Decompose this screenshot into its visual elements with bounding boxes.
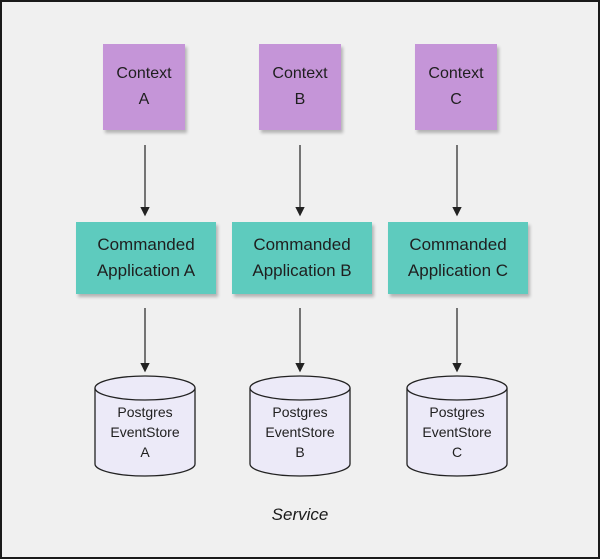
application-b-line2: Application B bbox=[252, 261, 352, 280]
eventstore-b-line3: B bbox=[295, 444, 305, 460]
eventstore-b-line1: Postgres bbox=[272, 404, 328, 420]
eventstore-a-database: Postgres EventStore A bbox=[93, 372, 197, 478]
eventstore-c-database: Postgres EventStore C bbox=[405, 372, 509, 478]
service-label: Service bbox=[271, 505, 329, 524]
application-a-line2: Application A bbox=[96, 261, 196, 280]
context-b-title: Context bbox=[272, 65, 328, 82]
eventstore-c-line2: EventStore bbox=[422, 424, 492, 440]
application-c-line2: Application C bbox=[407, 261, 509, 280]
eventstore-a-line1: Postgres bbox=[117, 404, 173, 420]
database-icon bbox=[94, 375, 196, 477]
context-c-title: Context bbox=[428, 65, 484, 82]
eventstore-c-line1: Postgres bbox=[429, 404, 485, 420]
context-a-letter: A bbox=[138, 91, 150, 108]
eventstore-c-line3: C bbox=[451, 444, 463, 460]
context-b-letter: B bbox=[294, 91, 306, 108]
eventstore-a-line3: A bbox=[140, 444, 150, 460]
eventstore-b-line2: EventStore bbox=[265, 424, 335, 440]
context-a-title: Context bbox=[116, 65, 172, 82]
application-a-line1: Commanded bbox=[97, 235, 195, 254]
application-c-line1: Commanded bbox=[409, 235, 507, 254]
context-c-letter: C bbox=[450, 91, 462, 108]
eventstore-b-database: Postgres EventStore B bbox=[248, 372, 352, 478]
database-icon bbox=[249, 375, 351, 477]
database-icon bbox=[406, 375, 508, 477]
eventstore-a-line2: EventStore bbox=[110, 424, 180, 440]
application-b-line1: Commanded bbox=[253, 235, 351, 254]
